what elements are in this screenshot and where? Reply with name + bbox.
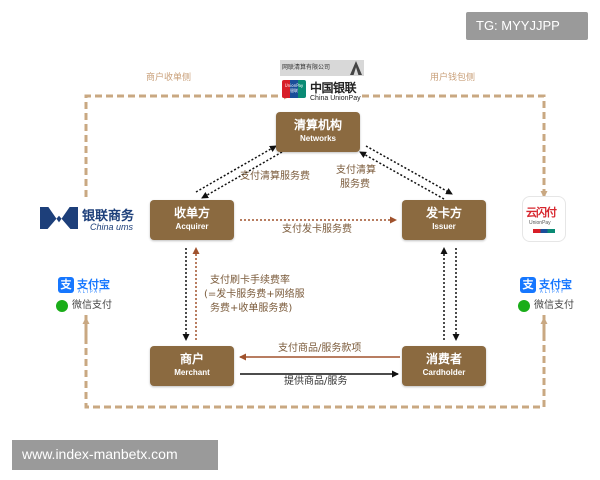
ums-en: China ums — [90, 222, 134, 232]
alipay-icon: 支 — [520, 277, 536, 293]
label-merchant-to-card: 提供商品/服务 — [284, 376, 348, 387]
label-acq-net: 支付清算服务费 — [240, 171, 310, 182]
node-networks-en: Networks — [299, 134, 336, 143]
arrow-acquirer-to-networks — [195, 145, 277, 193]
cloudpay-logo: 云闪付 UnionPay — [522, 196, 566, 242]
unionpay-badge-text: UnionPay 银联 — [284, 83, 304, 93]
alipay-cn: 支付宝 — [77, 278, 110, 291]
node-networks: 清算机构 Networks — [276, 112, 360, 152]
node-issuer-en: Issuer — [432, 222, 456, 231]
right-wechat: 微信支付 — [518, 298, 588, 314]
networks-logo: 网联清算有限公司 UnionPay 银联 中国银联 China UnionPay — [280, 60, 364, 108]
wechat-pay-icon — [518, 300, 530, 312]
side-label-left: 商户收单侧 — [146, 73, 192, 83]
wechat-pay-label: 微信支付 — [72, 300, 112, 311]
node-acquirer: 收单方 Acquirer — [150, 200, 234, 240]
nucc-mark-icon — [350, 61, 362, 75]
right-alipay: 支 支付宝 ALIPAY — [520, 276, 590, 294]
arrow-issuer-to-networks — [359, 151, 445, 200]
china-ums-logo: 银联商务 China ums — [40, 205, 164, 235]
alipay-icon: 支 — [58, 277, 74, 293]
left-wechat: 微信支付 — [56, 298, 126, 314]
label-card-to-merchant: 支付商品/服务款项 — [278, 343, 362, 354]
label-iss-net-1: 支付清算 — [336, 165, 376, 176]
alipay-cn: 支付宝 — [539, 278, 572, 291]
nucc-logo-text: 网联清算有限公司 — [282, 64, 331, 71]
footer-banner: www.index-manbetx.com — [12, 440, 218, 470]
node-merchant: 商户 Merchant — [150, 346, 234, 386]
unionpay-cn: 中国银联 — [310, 81, 357, 95]
node-issuer: 发卡方 Issuer — [402, 200, 486, 240]
label-merchant-fee-2: (=发卡服务费+网络服 — [204, 289, 305, 300]
node-issuer-zh: 发卡方 — [425, 206, 462, 220]
unionpay-badge: UnionPay 银联 — [282, 80, 306, 98]
arrow-networks-to-acquirer — [201, 151, 283, 199]
cloudpay-en: UnionPay — [529, 220, 551, 226]
arrow-networks-to-issuer — [365, 145, 453, 195]
nucc-logo: 网联清算有限公司 — [280, 60, 364, 76]
outer-frame-bottom — [84, 315, 546, 409]
outer-frame-top-left — [84, 92, 291, 197]
node-merchant-zh: 商户 — [179, 352, 204, 366]
label-merchant-fee-3: 务费+收单服务费) — [210, 303, 293, 314]
outer-frame-top-right — [362, 94, 548, 198]
tg-tag-text: TG: MYYJJPP — [476, 18, 560, 33]
node-cardholder-en: Cardholder — [422, 368, 466, 377]
alipay-en: ALIPAY — [540, 289, 566, 294]
label-iss-acq: 支付发卡服务费 — [282, 224, 352, 235]
cloudpay-stripe-icon — [533, 229, 555, 233]
label-merchant-fee-1: 支付刷卡手续费率 — [210, 275, 290, 286]
wechat-pay-label: 微信支付 — [534, 300, 574, 311]
tg-tag: TG: MYYJJPP — [466, 12, 588, 40]
cloudpay-cn: 云闪付 — [526, 206, 557, 219]
footer-url[interactable]: www.index-manbetx.com — [22, 446, 178, 462]
unionpay-en: China UnionPay — [310, 95, 361, 102]
wechat-pay-icon — [56, 300, 68, 312]
ums-mark-icon — [40, 207, 78, 229]
side-label-right: 用户钱包侧 — [430, 73, 476, 83]
left-alipay: 支 支付宝 ALIPAY — [58, 276, 128, 294]
alipay-en: ALIPAY — [78, 289, 104, 294]
node-acquirer-en: Acquirer — [175, 222, 209, 231]
node-acquirer-zh: 收单方 — [173, 206, 210, 220]
ums-cn: 银联商务 — [82, 209, 135, 224]
label-iss-net-2: 服务费 — [340, 179, 370, 190]
node-cardholder-zh: 消费者 — [425, 352, 462, 366]
node-cardholder: 消费者 Cardholder — [402, 346, 486, 386]
node-networks-zh: 清算机构 — [293, 118, 342, 132]
node-merchant-en: Merchant — [174, 368, 210, 377]
